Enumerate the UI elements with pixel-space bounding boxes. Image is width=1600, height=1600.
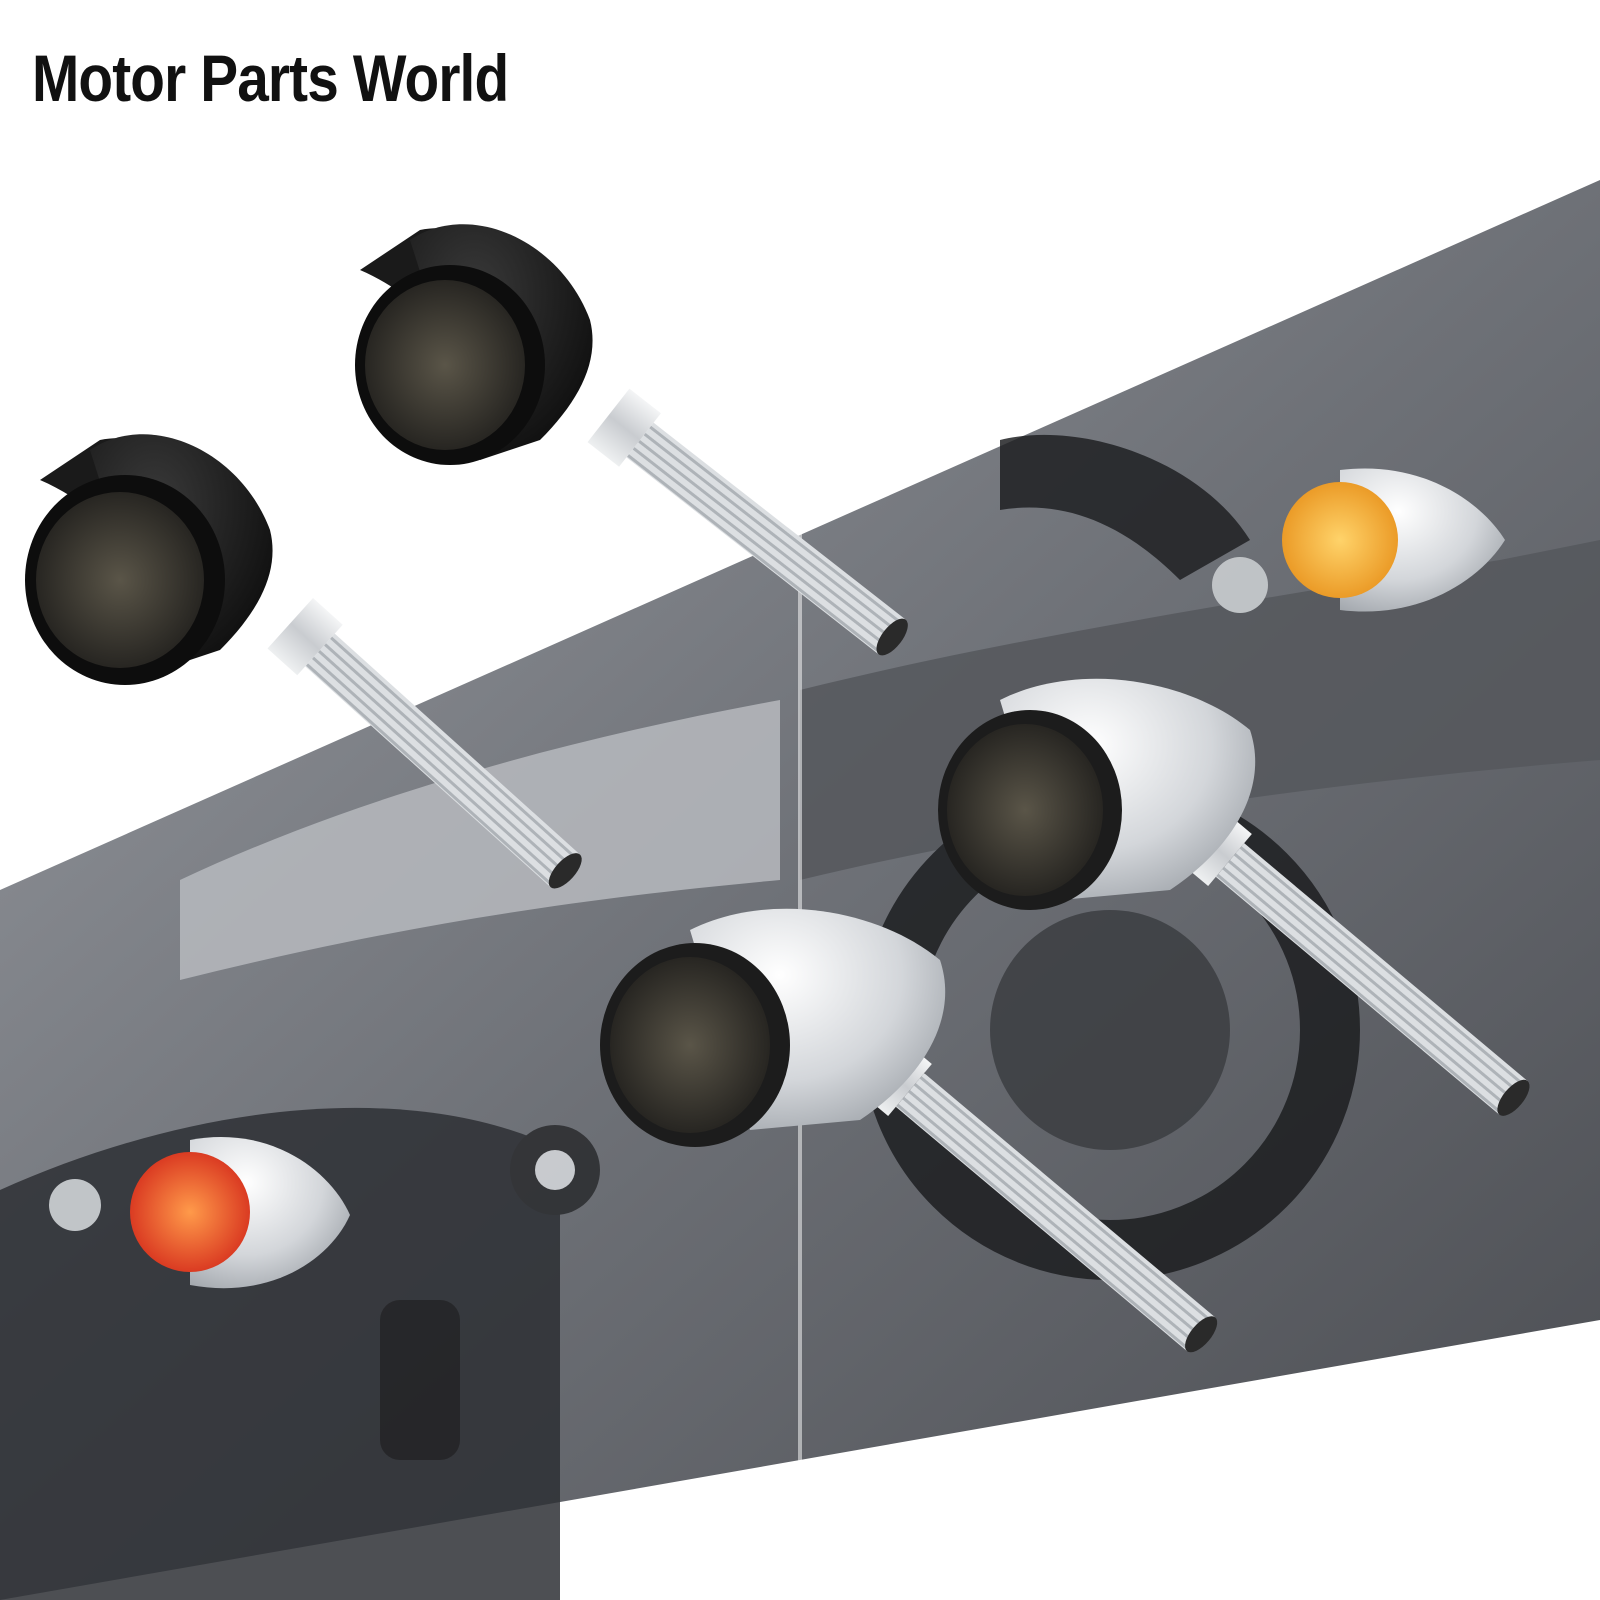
threaded-bolt-icon: [267, 597, 582, 889]
product-chrome-light-2: [600, 908, 1218, 1353]
product-black-light-2: [25, 434, 582, 889]
amber-lens-icon: [1282, 482, 1398, 598]
installed-red-light: [130, 1137, 350, 1289]
product-black-light-1: [355, 224, 908, 656]
smoked-lens-icon: [610, 957, 770, 1133]
threaded-bolt-icon: [587, 388, 908, 656]
smoked-lens-icon: [365, 280, 525, 450]
band-details: [0, 180, 1600, 1600]
product-chrome-light-1: [938, 678, 1530, 1116]
smoked-lens-icon: [947, 724, 1103, 896]
red-lens-icon: [130, 1152, 250, 1272]
brand-title: Motor Parts World: [32, 41, 509, 115]
installed-amber-light: [1282, 468, 1505, 612]
smoked-lens-icon: [36, 492, 204, 668]
